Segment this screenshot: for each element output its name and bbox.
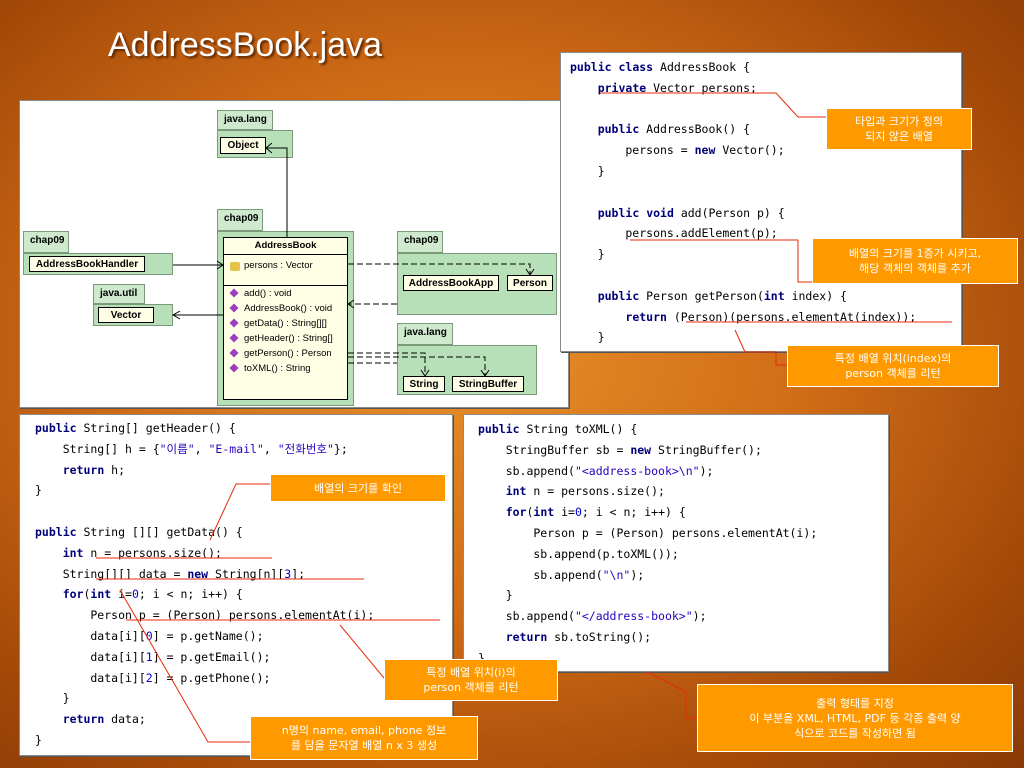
code-line: } bbox=[570, 247, 605, 262]
code-line: public String toXML() { bbox=[478, 422, 638, 436]
code-line: sb.append("</address-book>"); bbox=[478, 609, 707, 624]
code-line: data[i][0] = p.getName(); bbox=[35, 628, 264, 643]
pkg-tab-chap09-left: chap09 bbox=[23, 231, 69, 253]
class-addressbookapp[interactable]: AddressBookApp bbox=[403, 275, 499, 291]
code-block-2: public String[] getHeader() { String[] h… bbox=[35, 418, 374, 751]
code-line: String[] h = {"이름", "E-mail", "전화번호"}; bbox=[35, 441, 348, 456]
pkg-tab-java-util: java.util bbox=[93, 284, 145, 304]
code-line: persons = new Vector(); bbox=[570, 143, 785, 158]
code-line: data[i][1] = p.getEmail(); bbox=[35, 649, 271, 664]
code-line: int n = persons.size(); bbox=[505, 484, 665, 499]
class-stringbuffer[interactable]: StringBuffer bbox=[452, 376, 524, 392]
code-line: public String[] getHeader() { bbox=[35, 421, 236, 435]
pkg-tab-chap09-right: chap09 bbox=[397, 231, 443, 253]
method-label: AddressBook() : void bbox=[244, 303, 333, 314]
callout-return-i: 특정 배열 위치(i)의 person 객체를 리턴 bbox=[384, 659, 558, 701]
code-line: sb.append(p.toXML()); bbox=[478, 546, 679, 561]
code-line: } bbox=[35, 483, 42, 498]
code-panel-addressbook bbox=[560, 52, 962, 352]
uml-diagram-panel: java.lang Object chap09 AddressBook pers… bbox=[19, 100, 569, 408]
code-line: return (Person)(persons.elementAt(index)… bbox=[625, 309, 917, 324]
attribute-persons: persons : Vector bbox=[244, 260, 313, 271]
code-line: } bbox=[478, 588, 513, 603]
callout-create-array: n명의 name, email, phone 정보 를 담을 문자열 배열 n … bbox=[250, 716, 478, 760]
code-line: int n = persons.size(); bbox=[62, 545, 222, 560]
method-label: toXML() : String bbox=[244, 363, 311, 374]
method-row: getData() : String[][] bbox=[224, 316, 347, 331]
class-object[interactable]: Object bbox=[220, 137, 266, 154]
method-label: getPerson() : Person bbox=[244, 348, 332, 359]
code-block-3: public String toXML() { StringBuffer sb … bbox=[478, 419, 817, 667]
method-label: getHeader() : String[] bbox=[244, 333, 333, 344]
callout-check-size: 배열의 크기를 확인 bbox=[270, 474, 446, 502]
code-line: public String [][] getData() { bbox=[35, 524, 243, 539]
callout-output-format: 출력 형태를 지정 이 부분을 XML, HTML, PDF 등 각종 출력 양… bbox=[697, 684, 1013, 752]
code-line: for(int i=0; i < n; i++) { bbox=[62, 587, 243, 602]
code-line: Person p = (Person) persons.elementAt(i)… bbox=[478, 525, 818, 540]
method-row: AddressBook() : void bbox=[224, 301, 347, 316]
pkg-tab-java-lang: java.lang bbox=[217, 110, 273, 130]
method-row: getHeader() : String[] bbox=[224, 331, 347, 346]
pkg-tab-java-lang-bottom: java.lang bbox=[397, 323, 453, 345]
pkg-tab-chap09-main: chap09 bbox=[217, 209, 263, 231]
method-label: add() : void bbox=[244, 288, 292, 299]
code-line: } bbox=[570, 163, 605, 178]
code-line: } bbox=[478, 650, 485, 665]
slide-title: AddressBook.java bbox=[108, 26, 383, 64]
code-line: public void add(Person p) { bbox=[597, 205, 785, 220]
callout-return-index: 특정 배열 위치(index)의 person 객체를 리턴 bbox=[787, 345, 999, 387]
code-line: persons.addElement(p); bbox=[570, 226, 778, 241]
code-line: String[][] data = new String[n][3]; bbox=[35, 566, 306, 581]
code-line: public Person getPerson(int index) { bbox=[597, 288, 847, 303]
code-panel-toxml bbox=[463, 414, 889, 672]
class-addressbook-name: AddressBook bbox=[224, 238, 347, 255]
method-row: toXML() : String bbox=[224, 361, 347, 376]
callout-array-add: 배열의 크기를 1증가 시키고, 해당 객체의 객체를 추가 bbox=[812, 238, 1018, 284]
code-line: sb.append("\n"); bbox=[478, 567, 645, 582]
class-vector[interactable]: Vector bbox=[98, 307, 154, 323]
attr-row: persons : Vector bbox=[224, 255, 347, 286]
code-line: data[i][2] = p.getPhone(); bbox=[35, 670, 271, 685]
code-line: return sb.toString(); bbox=[505, 629, 652, 644]
code-line: return h; bbox=[62, 462, 126, 477]
code-line: } bbox=[570, 330, 605, 345]
method-row: add() : void bbox=[224, 286, 347, 301]
attribute-icon bbox=[230, 262, 240, 271]
code-line: } bbox=[35, 691, 70, 706]
class-string[interactable]: String bbox=[403, 376, 445, 392]
class-addressbookhandler[interactable]: AddressBookHandler bbox=[29, 256, 145, 272]
code-line: StringBuffer sb = new StringBuffer(); bbox=[478, 442, 762, 457]
code-block-1: public class AddressBook { private Vecto… bbox=[570, 57, 916, 348]
method-label: getData() : String[][] bbox=[244, 318, 327, 329]
code-line: for(int i=0; i < n; i++) { bbox=[505, 505, 686, 520]
code-line: } bbox=[35, 732, 42, 747]
method-row: getPerson() : Person bbox=[224, 346, 347, 361]
code-line: public class AddressBook { bbox=[570, 60, 751, 74]
class-addressbook[interactable]: AddressBook persons : Vector add() : voi… bbox=[223, 237, 348, 400]
code-line: return data; bbox=[62, 712, 146, 727]
code-line: public AddressBook() { bbox=[597, 122, 751, 137]
code-line: private Vector persons; bbox=[597, 80, 757, 95]
code-line: sb.append("<address-book>\n"); bbox=[478, 463, 714, 478]
code-line: Person p = (Person) persons.elementAt(i)… bbox=[35, 608, 375, 623]
uml-connectors bbox=[171, 142, 535, 377]
callout-untyped-array: 타입과 크기가 정의 되지 않은 배열 bbox=[826, 108, 972, 150]
code-panel-getdata bbox=[19, 414, 453, 756]
